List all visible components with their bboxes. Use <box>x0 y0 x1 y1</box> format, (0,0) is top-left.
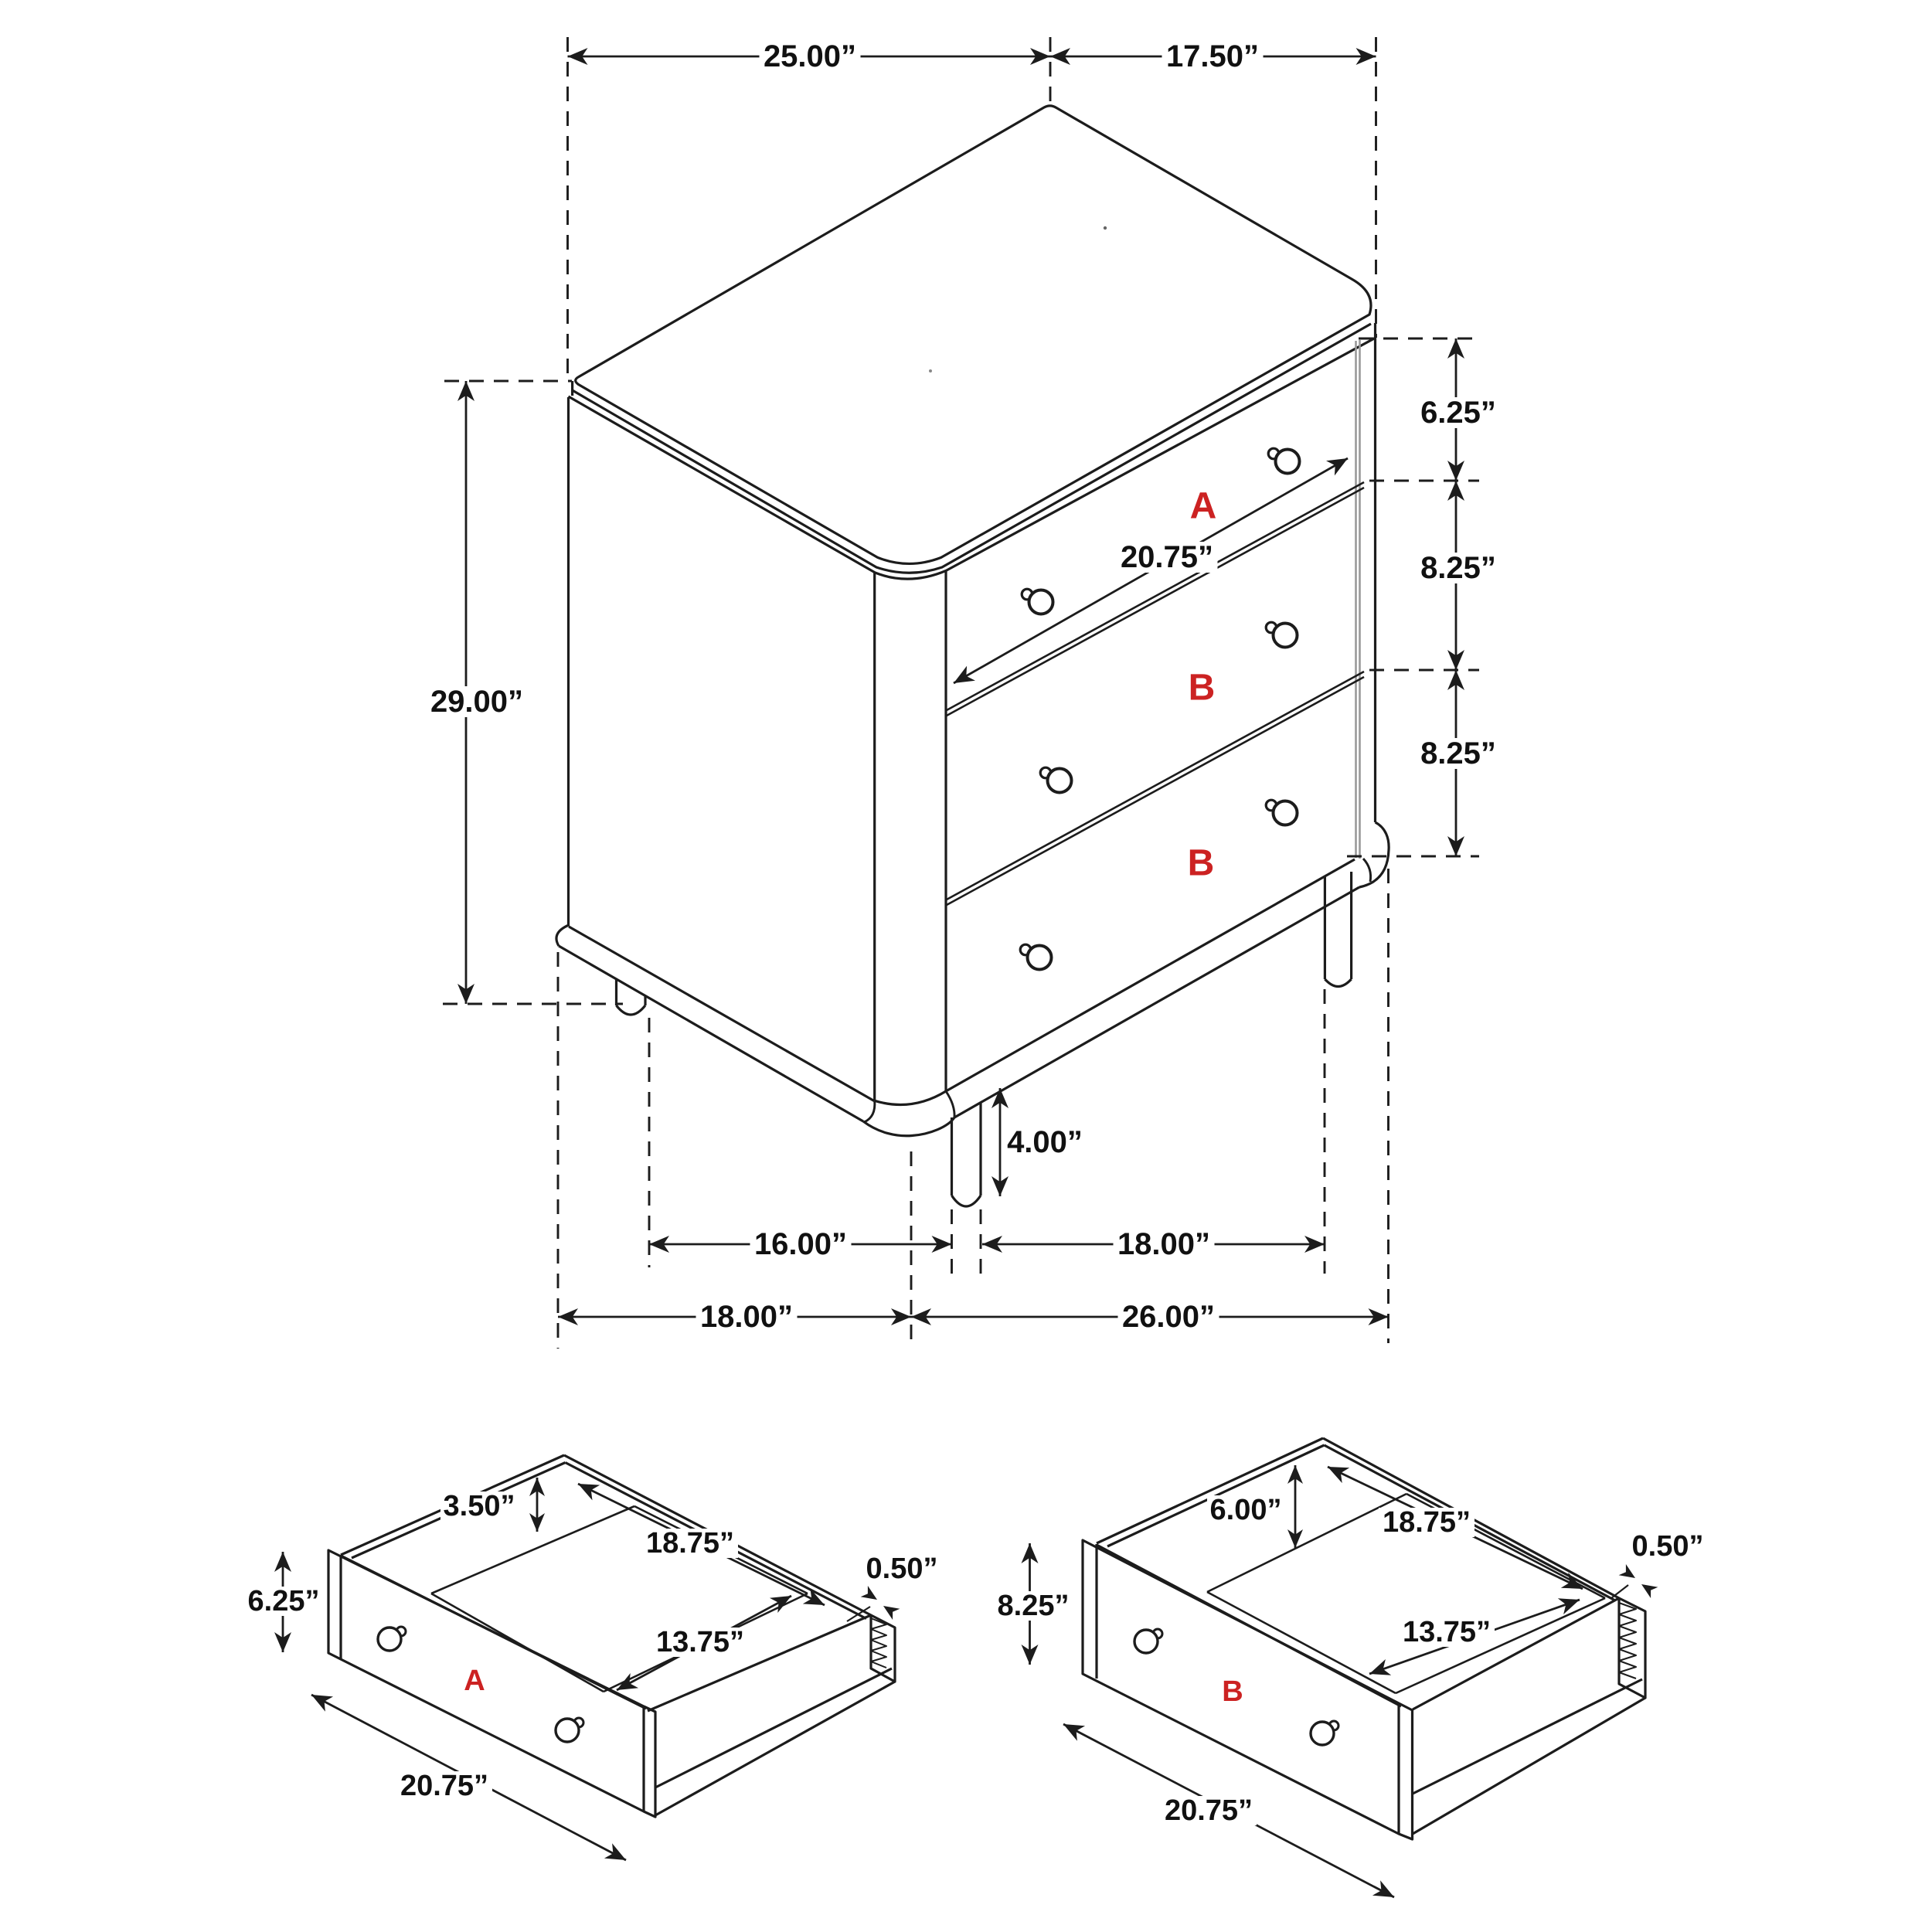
svg-text:6.25”: 6.25” <box>248 1585 320 1617</box>
svg-text:8.25”: 8.25” <box>1420 736 1496 770</box>
svg-text:6.25”: 6.25” <box>1420 396 1496 430</box>
svg-text:29.00”: 29.00” <box>430 685 523 719</box>
svg-text:20.75”: 20.75” <box>1121 540 1213 574</box>
svg-text:A: A <box>1190 486 1217 527</box>
svg-text:B: B <box>1222 1675 1243 1708</box>
svg-text:18.00”: 18.00” <box>1117 1227 1210 1261</box>
svg-text:B: B <box>1188 843 1215 884</box>
svg-text:13.75”: 13.75” <box>656 1626 744 1658</box>
svg-text:18.75”: 18.75” <box>1383 1506 1471 1539</box>
svg-text:A: A <box>464 1665 485 1697</box>
svg-text:B: B <box>1189 668 1216 709</box>
svg-text:18.00”: 18.00” <box>700 1300 793 1334</box>
svg-text:8.25”: 8.25” <box>998 1590 1070 1622</box>
svg-text:3.50”: 3.50” <box>444 1490 515 1522</box>
svg-text:0.50”: 0.50” <box>1632 1530 1704 1563</box>
svg-text:8.25”: 8.25” <box>1420 551 1496 585</box>
svg-text:26.00”: 26.00” <box>1122 1300 1215 1334</box>
svg-text:0.50”: 0.50” <box>866 1553 938 1585</box>
svg-text:20.75”: 20.75” <box>1165 1794 1253 1827</box>
svg-text:18.75”: 18.75” <box>646 1527 734 1560</box>
svg-text:6.00”: 6.00” <box>1210 1494 1282 1526</box>
svg-text:16.00”: 16.00” <box>754 1227 847 1261</box>
svg-text:4.00”: 4.00” <box>1007 1125 1083 1159</box>
svg-text:25.00”: 25.00” <box>764 39 856 73</box>
svg-text:17.50”: 17.50” <box>1166 39 1259 73</box>
svg-text:20.75”: 20.75” <box>400 1770 488 1802</box>
svg-text:13.75”: 13.75” <box>1403 1616 1491 1648</box>
